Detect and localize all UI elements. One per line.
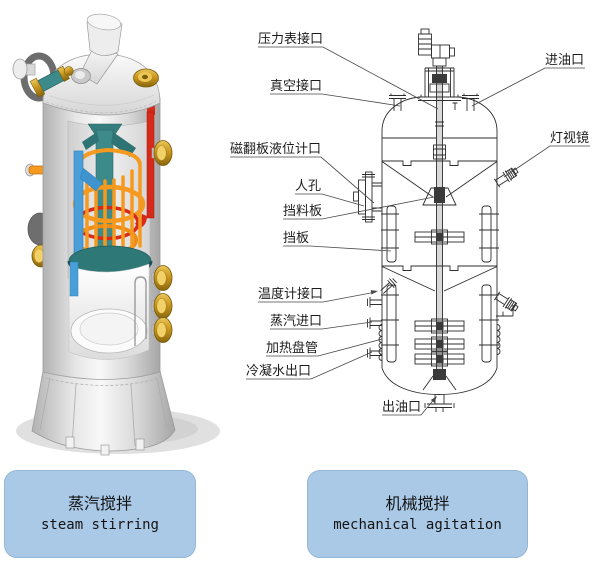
sight-glass-lower (493, 291, 519, 312)
cutaway-interior (67, 99, 155, 360)
shell-walls (381, 130, 498, 368)
material-baffle-cone (422, 187, 457, 206)
agitator-paddles (414, 229, 465, 367)
sight-glass-upper (493, 167, 519, 188)
bottom-head (381, 367, 498, 395)
caption-cn-steam-stirring: 蒸汽搅拌 (67, 494, 132, 513)
annotation-baffle: 挡板 (283, 231, 310, 246)
coil-bumps-right (496, 324, 501, 355)
caption-box-mechanical-agitation: 机械搅拌 mechanical agitation (307, 470, 528, 558)
annotation-oil-outlet: 出油口 (382, 400, 422, 415)
annotation-steam-inlet: 蒸汽进口 (270, 314, 323, 329)
right-brass-flanges (151, 140, 173, 343)
upper-cone-deck (382, 160, 497, 166)
u-pipe (134, 276, 147, 346)
thermometer-nozzle (380, 278, 397, 294)
caption-box-steam-stirring: 蒸汽搅拌 steam stirring (4, 470, 196, 558)
support-skirt (31, 370, 176, 452)
annotation-oil-inlet: 进油口 (545, 53, 585, 68)
annotation-material-baffle: 挡料板 (283, 204, 323, 219)
vacuum-nozzle (389, 93, 406, 111)
sight-glass-bracket (496, 305, 514, 317)
leader-lines (230, 46, 590, 416)
agitator-drive (418, 28, 461, 101)
bottom-outlet-nozzle (422, 369, 457, 412)
agitator-shaft (436, 66, 443, 371)
annotation-magnetic-level-gauge-port: 磁翻板液位计口 (230, 142, 322, 157)
annotation-heating-coil: 加热盘管 (266, 341, 319, 356)
oil-inlet-nozzle (462, 93, 479, 111)
caption-en-steam-stirring: steam stirring (40, 517, 159, 533)
leader-arrow-thermometer (370, 290, 378, 295)
annotation-sight-glass-light: 灯视镜 (550, 131, 590, 146)
small-t-nozzle (367, 297, 382, 308)
steam-vessel-3d-render (12, 13, 220, 456)
manhole-flange (353, 171, 382, 223)
wall-baffles (381, 205, 499, 363)
annotation-pressure-gauge-port: 压力表接口 (258, 32, 324, 47)
mechanical-vessel-line-drawing (353, 28, 519, 412)
annotation-manhole: 人孔 (295, 179, 322, 194)
funnel-nozzle (71, 13, 123, 85)
annotation-condensate-outlet: 冷凝水出口 (246, 364, 312, 379)
annotation-vacuum-port: 真空接口 (270, 79, 323, 94)
caption-en-mechanical-agitation: mechanical agitation (333, 517, 502, 533)
mid-cone-deck (382, 265, 497, 271)
caption-cn-mechanical-agitation: 机械搅拌 (385, 494, 450, 513)
steam-inlet-nozzle (367, 317, 382, 329)
leader-arrow-oil-outlet (430, 396, 437, 403)
top-valve-assembly (29, 65, 74, 98)
annotation-thermometer-port: 温度计接口 (258, 287, 324, 302)
top-brass-flange (133, 68, 159, 88)
side-flange (12, 58, 28, 80)
